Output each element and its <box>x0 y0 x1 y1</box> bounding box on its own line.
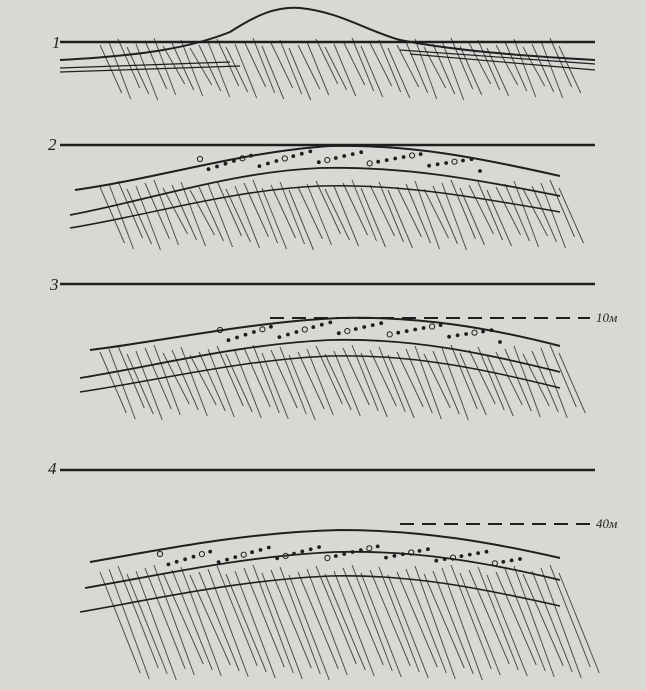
gravel-dot <box>393 555 396 558</box>
gravel-dot <box>360 549 363 552</box>
gravel-dot <box>414 328 417 331</box>
gravel-dot <box>244 333 247 336</box>
gravel-dot <box>385 159 388 162</box>
gravel-dot <box>419 153 422 156</box>
gravel-dot <box>250 154 253 157</box>
gravel-dot <box>192 555 195 558</box>
gravel-dot <box>468 553 471 556</box>
gravel-dot <box>482 330 485 333</box>
gravel-dot <box>292 155 295 158</box>
gravel-dot <box>216 165 219 168</box>
gravel-dot <box>519 558 522 561</box>
gravel-dot <box>309 548 312 551</box>
gravel-dot <box>354 328 357 331</box>
gravel-dot <box>427 548 430 551</box>
gravel-dot <box>465 333 468 336</box>
gravel-dot <box>253 331 256 334</box>
gravel-dot <box>233 160 236 163</box>
gravel-dot <box>436 163 439 166</box>
gravel-dot <box>276 557 279 560</box>
gravel-dot <box>435 559 438 562</box>
gravel-dot <box>462 159 465 162</box>
gravel-dot <box>300 152 303 155</box>
gravel-dot <box>329 321 332 324</box>
gravel-dot <box>385 556 388 559</box>
stage-3-label: 3 <box>49 275 59 294</box>
gravel-dot <box>377 160 380 163</box>
gravel-dot <box>443 558 446 561</box>
gravel-dot <box>209 550 212 553</box>
gravel-dot <box>295 331 298 334</box>
gravel-dot <box>184 558 187 561</box>
stage-4-depth-label: 40м <box>596 516 617 531</box>
gravel-dot <box>251 551 254 554</box>
gravel-dot <box>460 555 463 558</box>
gravel-dot <box>394 157 397 160</box>
gravel-dot <box>301 550 304 553</box>
gravel-dot <box>405 330 408 333</box>
stage-3-depth-label: 10м <box>596 310 617 325</box>
gravel-dot <box>499 341 502 344</box>
gravel-dot <box>267 162 270 165</box>
gravel-dot <box>275 160 278 163</box>
gravel-dot <box>456 334 459 337</box>
gravel-dot <box>402 156 405 159</box>
gravel-dot <box>224 162 227 165</box>
gravel-dot <box>418 550 421 553</box>
gravel-dot <box>334 157 337 160</box>
gravel-dot <box>309 150 312 153</box>
gravel-dot <box>267 546 270 549</box>
gravel-dot <box>485 550 488 553</box>
gravel-dot <box>234 556 237 559</box>
gravel-dot <box>236 336 239 339</box>
gravel-dot <box>175 560 178 563</box>
gravel-dot <box>217 561 220 564</box>
gravel-dot <box>439 324 442 327</box>
gravel-dot <box>380 322 383 325</box>
stage-4-label: 4 <box>48 459 57 478</box>
gravel-dot <box>270 325 273 328</box>
stage-1-label: 1 <box>52 33 61 52</box>
gravel-dot <box>448 335 451 338</box>
gravel-dot <box>278 336 281 339</box>
gravel-dot <box>258 165 261 168</box>
gravel-dot <box>318 546 321 549</box>
gravel-dot <box>259 549 262 552</box>
gravel-dot <box>334 555 337 558</box>
gravel-dot <box>477 552 480 555</box>
gravel-dot <box>422 327 425 330</box>
gravel-dot <box>287 333 290 336</box>
gravel-dot <box>312 326 315 329</box>
gravel-dot <box>397 331 400 334</box>
gravel-dot <box>502 560 505 563</box>
gravel-dot <box>470 158 473 161</box>
gravel-dot <box>343 155 346 158</box>
gravel-dot <box>167 563 170 566</box>
gravel-dot <box>360 151 363 154</box>
gravel-dot <box>401 553 404 556</box>
gravel-dot <box>227 339 230 342</box>
gravel-dot <box>351 551 354 554</box>
stage-2-label: 2 <box>48 135 57 154</box>
gravel-dot <box>207 168 210 171</box>
gravel-dot <box>337 332 340 335</box>
gravel-dot <box>479 170 482 173</box>
gravel-dot <box>320 323 323 326</box>
gravel-dot <box>428 164 431 167</box>
gravel-dot <box>343 553 346 556</box>
gravel-dot <box>371 324 374 327</box>
gravel-dot <box>490 329 493 332</box>
gravel-dot <box>445 162 448 165</box>
gravel-dot <box>317 161 320 164</box>
gravel-dot <box>351 153 354 156</box>
gravel-dot <box>293 552 296 555</box>
gravel-dot <box>363 326 366 329</box>
gravel-dot <box>510 559 513 562</box>
gravel-dot <box>376 545 379 548</box>
gravel-dot <box>226 558 229 561</box>
